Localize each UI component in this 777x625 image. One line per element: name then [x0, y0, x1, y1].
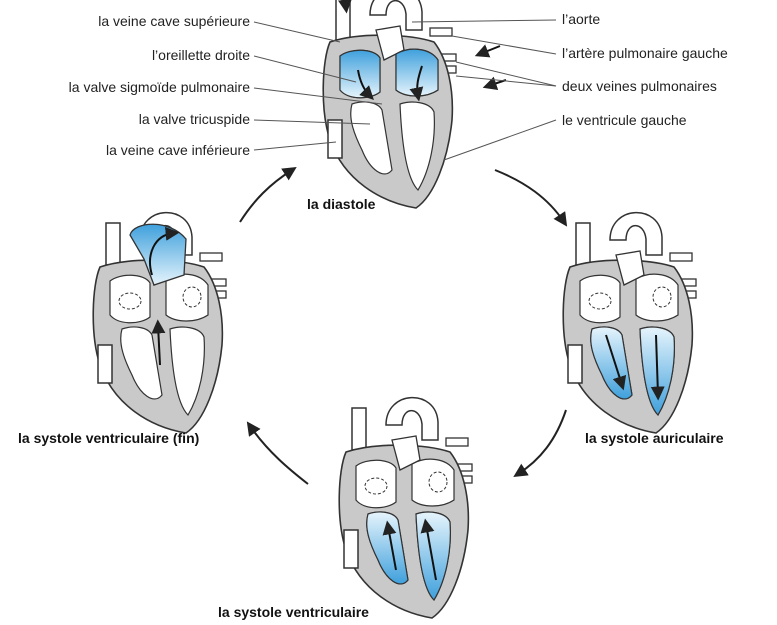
- leader-line-ventricule-gauche: [444, 120, 556, 160]
- leader-line-artere-pulmonaire: [452, 36, 556, 54]
- leader-line-aorte: [412, 20, 556, 22]
- cycle-arrow-top-right: [495, 170, 564, 222]
- label-veine-cave-superieure: la veine cave supérieure: [98, 13, 250, 29]
- leader-line-veines-pulmonaires-a: [456, 62, 556, 86]
- cycle-arrow-left-top: [240, 170, 292, 222]
- label-deux-veines-pulmonaires: deux veines pulmonaires: [562, 78, 717, 94]
- label-aorte: l’aorte: [562, 11, 600, 27]
- cycle-arrow-right-bottom: [518, 410, 566, 474]
- heart-atrial-systole: [563, 213, 696, 433]
- leader-line-veines-pulmonaires-b: [456, 76, 556, 86]
- label-valve-tricuspide: la valve tricuspide: [139, 111, 250, 127]
- cycle-arrow-bottom-left: [250, 426, 308, 484]
- phase-label-diastole: la diastole: [307, 196, 375, 212]
- phase-label-systole-ventriculaire: la systole ventriculaire: [218, 604, 369, 620]
- leader-line-veine-cave-superieure: [254, 22, 340, 42]
- label-oreillette-droite: l’oreillette droite: [152, 47, 250, 63]
- phase-label-systole-auriculaire: la systole auriculaire: [585, 430, 724, 446]
- cycle-arrows: [240, 170, 566, 484]
- label-veine-cave-inferieure: la veine cave inférieure: [106, 142, 250, 158]
- label-artere-pulmonaire-gauche: l’artère pulmonaire gauche: [562, 45, 728, 61]
- label-ventricule-gauche: le ventricule gauche: [562, 112, 687, 128]
- heart-ventricular-systole-end: [93, 213, 226, 433]
- leader-line-veine-cave-inferieure: [254, 142, 336, 150]
- label-valve-sigmoide-pulmonaire: la valve sigmoïde pulmonaire: [69, 79, 250, 95]
- phase-label-systole-ventriculaire-fin: la systole ventriculaire (fin): [18, 430, 199, 446]
- heart-ventricular-systole: [339, 398, 472, 618]
- blood-right-atrium: [340, 50, 380, 98]
- heart-diastole: [323, 0, 506, 208]
